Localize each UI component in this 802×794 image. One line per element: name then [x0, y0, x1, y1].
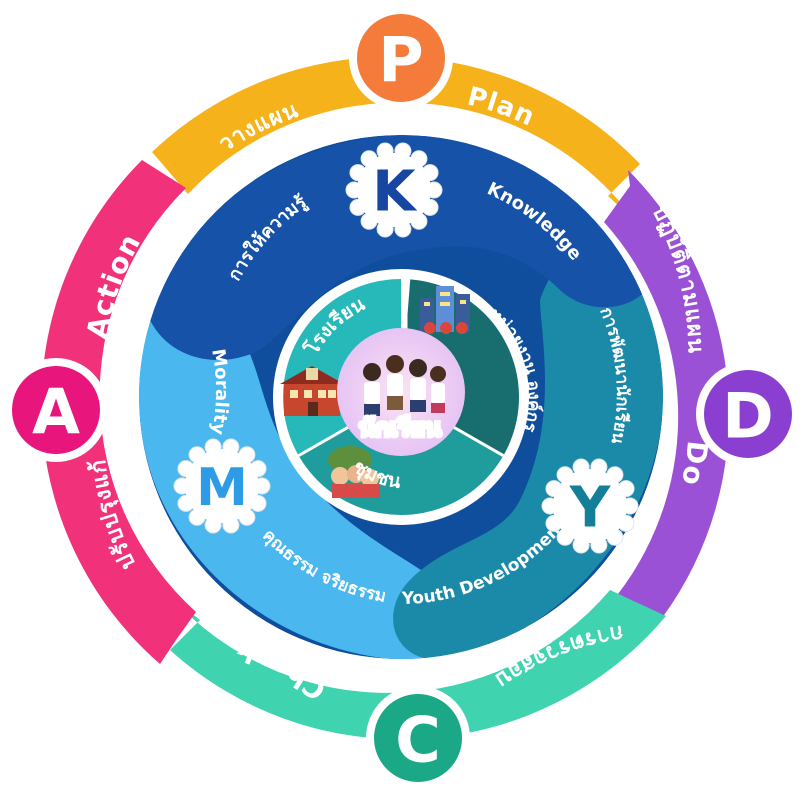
students-label: นักเรียน	[359, 414, 442, 442]
do-english-label: Do	[675, 439, 714, 489]
check-letter: C	[395, 704, 441, 777]
youth-segment	[393, 249, 663, 659]
do-badge: D	[696, 362, 800, 466]
action-badge: A	[4, 358, 108, 462]
do-letter: D	[722, 380, 773, 453]
plan-letter: P	[378, 24, 423, 97]
plan-segment	[152, 56, 640, 223]
knowledge-badge: K	[345, 142, 443, 238]
community-people-icon	[328, 446, 380, 498]
youth-badge: Y	[541, 458, 639, 554]
plan-badge: P	[349, 6, 453, 110]
youth-letter: Y	[569, 476, 612, 541]
action-segment	[41, 160, 196, 664]
knowledge-segment	[150, 135, 652, 360]
check-segment	[170, 590, 666, 740]
knowledge-letter: K	[372, 160, 418, 225]
pdca-outer-ring	[41, 56, 729, 740]
office-buildings-icon	[420, 286, 470, 334]
students-group-icon	[363, 355, 446, 416]
school-building-icon	[280, 366, 344, 416]
action-letter: A	[32, 376, 80, 449]
morality-letter: M	[196, 458, 248, 518]
morality-segment	[139, 307, 466, 659]
check-badge: C	[366, 686, 470, 790]
morality-badge: M	[173, 438, 271, 534]
students-center: นักเรียน	[337, 328, 465, 456]
do-segment	[604, 170, 729, 618]
